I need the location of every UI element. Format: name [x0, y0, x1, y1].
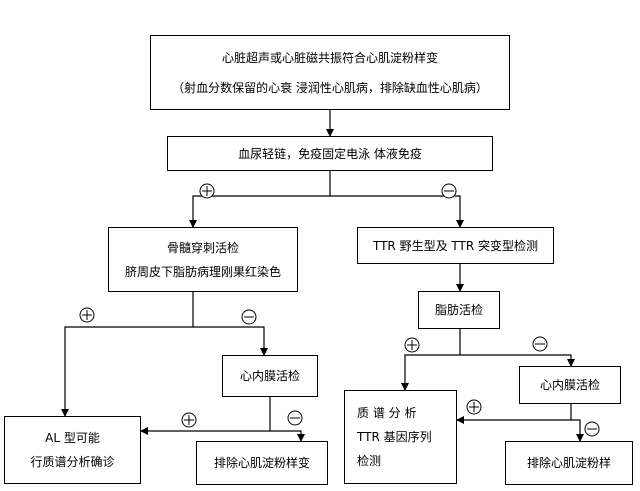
arrow-marrow-to-al — [61, 292, 194, 417]
node-marrow-biopsy: 骨髓穿刺活检 脐周皮下脂肪病理刚果红染色 — [108, 227, 298, 292]
node-echo-line1: 心脏超声或心脏磁共振符合心肌淀粉样变 — [221, 50, 438, 65]
node-exclude-left-line1: 排除心肌淀粉样变 — [213, 456, 310, 470]
arrow-fat-to-endo-right — [460, 354, 575, 367]
node-echo-line2: （射血分数保留的心衰 浸润性心肌病，排除缺血性心肌病） — [172, 80, 488, 95]
plus-circle-icon — [404, 337, 420, 353]
node-mass-spec-line3: 检测 — [357, 454, 382, 468]
node-al-line1: AL 型可能 — [45, 431, 100, 445]
node-mass-spec-line1: 质 谱 分 析 — [357, 406, 417, 420]
arrow-endo-left-to-exclude — [270, 430, 305, 442]
node-marrow-line2: 脐周皮下脂肪病理刚果红染色 — [124, 264, 281, 279]
plus-circle-icon — [466, 399, 482, 415]
plus-circle-icon — [79, 307, 95, 323]
node-fat-biopsy: 脂肪活检 — [418, 291, 500, 329]
node-fat-line1: 脂肪活检 — [434, 303, 483, 317]
node-al-possible: AL 型可能 行质谱分析确诊 — [4, 416, 141, 484]
node-exclude-right-line1: 排除心肌淀粉样 — [526, 456, 611, 470]
node-echo-criteria: 心脏超声或心脏磁共振符合心肌淀粉样变 （射血分数保留的心衰 浸润性心肌病，排除缺… — [150, 35, 510, 110]
minus-circle-icon — [287, 410, 303, 426]
node-marrow-line1: 骨髓穿刺活检 — [166, 240, 239, 255]
arrow-serum-to-ttr — [330, 195, 464, 228]
node-ttr-line1: TTR 野生型及 TTR 突变型检测 — [372, 238, 539, 253]
node-endo-left-line1: 心内膜活检 — [239, 369, 300, 383]
node-al-line2: 行质谱分析确诊 — [30, 455, 115, 469]
node-serum-tests: 血尿轻链，免疫固定电泳 体液免疫 — [167, 136, 493, 171]
minus-circle-icon — [241, 309, 257, 325]
node-mass-spec-line2: TTR 基因序列 — [357, 430, 432, 444]
node-endomyocardial-biopsy-left: 心内膜活检 — [222, 355, 318, 397]
node-exclude-amyloid-left: 排除心肌淀粉样变 — [196, 441, 328, 485]
node-mass-spec-analysis: 质 谱 分 析 TTR 基因序列 检测 — [344, 390, 457, 484]
arrow-endo-left-to-al — [140, 397, 271, 435]
node-endo-right-line1: 心内膜活检 — [539, 378, 600, 392]
arrow-fat-to-mass-spec — [401, 329, 461, 391]
node-serum-line1: 血尿轻链，免疫固定电泳 体液免疫 — [238, 146, 422, 161]
plus-circle-icon — [199, 183, 215, 199]
minus-circle-icon — [584, 421, 600, 437]
arrow-marrow-to-endo-left — [193, 326, 268, 356]
plus-circle-icon — [181, 412, 197, 428]
minus-circle-icon — [532, 336, 548, 352]
arrow-endo-right-to-exclude — [571, 419, 584, 442]
minus-circle-icon — [441, 183, 457, 199]
node-endomyocardial-biopsy-right: 心内膜活检 — [519, 366, 621, 404]
node-ttr-typing: TTR 野生型及 TTR 突变型检测 — [357, 227, 554, 264]
node-exclude-amyloid-right: 排除心肌淀粉样 — [505, 441, 633, 485]
arrow-serum-to-marrow — [189, 171, 331, 228]
